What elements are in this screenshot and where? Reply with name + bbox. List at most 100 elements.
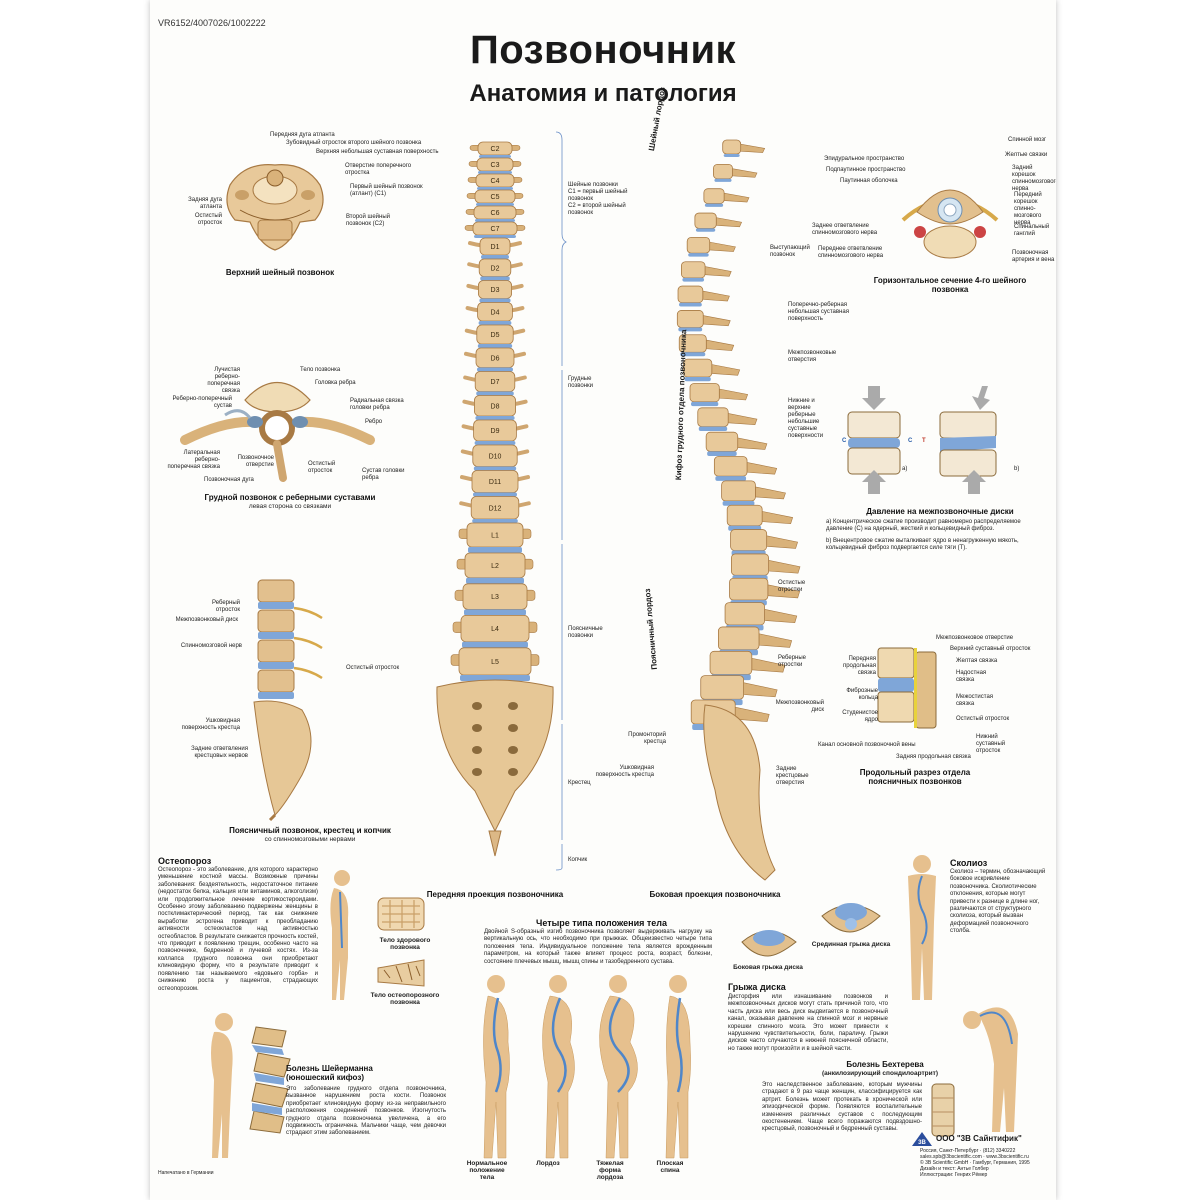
lateral-vertebra xyxy=(676,310,731,332)
posture-label-1: Лордоз xyxy=(536,1160,560,1167)
sacral-foramen xyxy=(472,768,482,776)
disc-L2 xyxy=(466,577,524,584)
anatomy-poster: VR6152/4007026/1002222 Позвоночник Анато… xyxy=(150,0,1056,1200)
thoracic-label-10: Позвоночная дуга xyxy=(204,477,254,483)
thoracic-caption: Грудной позвонок с реберными суставами xyxy=(204,493,376,502)
postures-title: Четыре типа положения тела xyxy=(536,918,668,928)
lumbar-sacrum-illustration xyxy=(253,579,323,822)
disc-mark-b: b) xyxy=(1014,466,1020,472)
long-label-5: Фиброзные кольца xyxy=(846,688,878,701)
disc-caption: Давление на межпозвоночные диски xyxy=(866,507,1014,516)
posture-figure-1 xyxy=(542,975,575,1159)
disc-L1 xyxy=(468,547,522,553)
disc-D10 xyxy=(473,466,517,471)
cross-label-7: Заднее ответвление спинномозгового нерва xyxy=(812,223,878,236)
lateral-vertebra xyxy=(713,456,778,481)
publisher-line3: © 3B Scientific GmbH · Гамбург, Германия… xyxy=(920,1160,1030,1166)
region-thoracic: Грудные позвонки xyxy=(568,376,594,389)
vertebra-D2: D2 xyxy=(467,258,523,277)
publisher-line1: Россия, Санкт-Петербург · (812) 3340222 xyxy=(920,1148,1016,1154)
bechterew-figure xyxy=(963,1007,1018,1132)
thoracic-label-3: Реберно-поперечный сустав xyxy=(172,396,232,409)
atlas-label-5: Задняя дуга атланта xyxy=(188,197,222,210)
vertebra-L5: L5 xyxy=(450,647,540,676)
lateral-vertebra xyxy=(721,480,786,506)
lateral-vertebra xyxy=(694,212,743,232)
vertebra-label-L3: L3 xyxy=(491,594,499,601)
region-cervical-note1: С1 = первый шейный позвонок xyxy=(568,189,628,202)
long-label-3: Желтая связка xyxy=(956,658,998,664)
lateral-vertebra xyxy=(730,529,799,556)
scheuermann-title: Болезнь Шейерманна (юношеский кифоз) xyxy=(286,1064,373,1082)
lateral-spine-illustration xyxy=(676,139,801,881)
vertebra-D4: D4 xyxy=(465,302,525,322)
postures-text: Двойной S-образный изгиб позвоночника по… xyxy=(484,929,712,965)
vertebra-label-C6: C6 xyxy=(491,210,500,217)
disc-D4 xyxy=(478,321,512,325)
posture-figure-2 xyxy=(599,975,638,1159)
cross-label-2: Желтые связки xyxy=(1005,152,1048,158)
scoliosis-figure xyxy=(908,855,936,1000)
lateral-hernia-icon xyxy=(741,930,797,957)
region-coccyx: Копчик xyxy=(568,857,588,863)
thoracic-label-7: Позвоночное отверстие xyxy=(237,455,274,468)
vertebra-L4: L4 xyxy=(452,614,538,643)
posture-label-3: Плоская спина xyxy=(656,1160,684,1174)
cross-label-5: Паутинная оболочка xyxy=(840,178,898,184)
lateral-vertebra xyxy=(677,285,730,307)
vertebra-label-L5: L5 xyxy=(491,659,499,666)
vertebra-label-D11: D11 xyxy=(489,479,501,486)
atlas-caption: Верхний шейный позвонок xyxy=(225,268,335,277)
disc-D11 xyxy=(473,492,517,497)
disc-D1 xyxy=(481,255,509,259)
healthy-vertebra-icon xyxy=(377,897,425,931)
disc-C4 xyxy=(477,187,513,190)
vertebra-label-D8: D8 xyxy=(491,403,500,410)
atlas-label-7: Второй шейный позвонок (C2) xyxy=(346,214,390,227)
disc-t: T xyxy=(922,438,926,444)
bechterew-subtitle: (анкилозирующий спондилоартрит) xyxy=(821,1070,938,1077)
atlas-label-6: Остистый отросток xyxy=(194,213,222,226)
long-label-4: Надостная связка xyxy=(956,670,987,683)
disc-L5 xyxy=(460,675,530,681)
svg-text:3B: 3B xyxy=(918,1140,926,1146)
disc-D6 xyxy=(477,367,513,372)
lateral-hernia-label: Боковая грыжа диска xyxy=(733,964,803,971)
lateral-label-3: Нижние и верхние реберные небольшие суст… xyxy=(788,398,824,439)
atlas-label-4: Первый шейный позвонок (атлант) (C1) xyxy=(350,184,423,197)
publisher-line4: Дизайн и текст: Антье Голбер xyxy=(920,1166,989,1172)
lateral-vertebra xyxy=(705,431,768,456)
lateral-sacrum xyxy=(703,704,776,881)
vertebra-C6: C6 xyxy=(465,205,525,220)
median-hernia-label: Срединная грыжа диска xyxy=(811,941,891,948)
disc-D7 xyxy=(476,391,514,396)
longitudinal-section-illustration xyxy=(877,647,937,729)
disc-D12 xyxy=(472,519,518,523)
atlas-label-0: Передняя дуга атланта xyxy=(270,132,335,138)
hernia-text: Дисторфия или изнашивание позвонков и ме… xyxy=(728,994,888,1052)
lateral-vertebra xyxy=(689,383,749,407)
lateral-label-5: Реберные отростки xyxy=(778,655,807,668)
cross-caption: Горизонтальное сечение 4-го шейного позв… xyxy=(873,276,1027,294)
disc-mark-a: a) xyxy=(902,466,908,472)
lateral-vertebra xyxy=(722,139,766,157)
vertebra-label-D6: D6 xyxy=(491,355,500,362)
scoliosis-title: Сколиоз xyxy=(950,858,988,868)
publisher-line2: sales.spb@3bscientific.com · www.3bscien… xyxy=(920,1154,1029,1160)
region-cervical: Шейные позвонки С1 = первый шейный позво… xyxy=(568,182,648,217)
healthy-vertebra-label: Тело здорового позвонка xyxy=(379,937,431,951)
atlas-label-1: Зубовидный отросток второго шейного позв… xyxy=(286,140,422,146)
lateral-label-7: Ушковидная поверхность крестца xyxy=(595,765,654,778)
region-lumbar: Поясничные позвонки xyxy=(568,626,603,639)
cross-section-illustration xyxy=(901,189,999,259)
vertebra-D9: D9 xyxy=(461,419,529,442)
vertebra-label-C3: C3 xyxy=(491,162,500,169)
scoliosis-text: Сколиоз – термин, обозначающий боковое и… xyxy=(950,869,1046,935)
posture-figures xyxy=(483,975,691,1159)
sacral-foramen xyxy=(472,746,482,754)
coccyx xyxy=(488,830,502,857)
lateral-vertebra xyxy=(681,261,732,282)
osteoporosis-text: Остеопороз - это заболевание, для которо… xyxy=(158,867,318,992)
disc-D8 xyxy=(475,416,515,420)
cross-label-4: Задний корешок спинномозгового нерва xyxy=(1012,165,1056,192)
